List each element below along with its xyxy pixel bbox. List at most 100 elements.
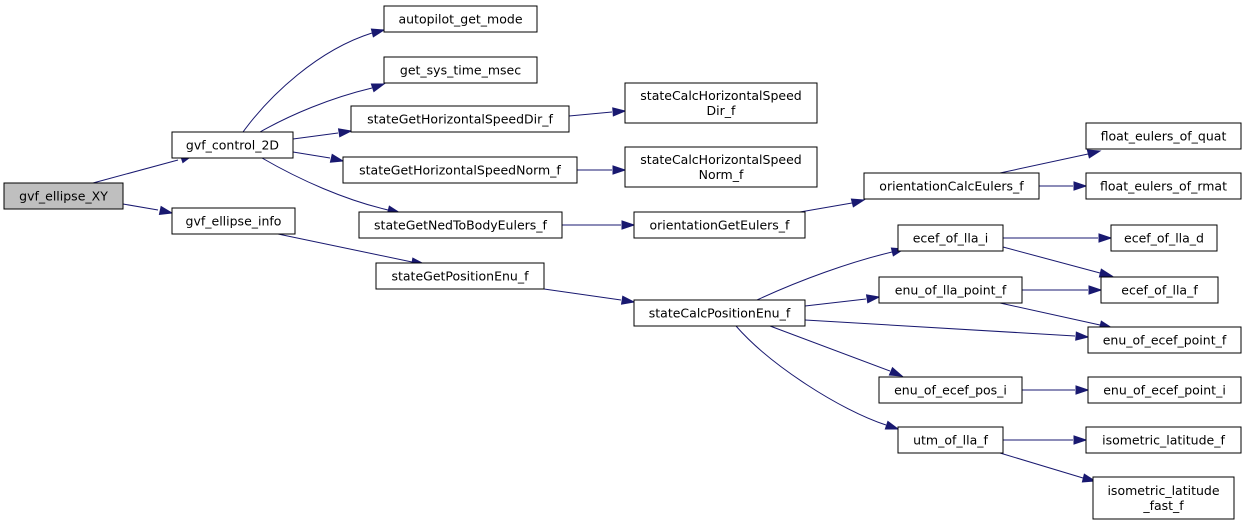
- edge-line: [804, 319, 1076, 337]
- edge-line: [122, 203, 159, 211]
- edge-enu-of-lla-point-f-to-ecef-of-lla-f: [1022, 285, 1103, 295]
- edge-line: [769, 325, 891, 372]
- arrowhead: [370, 83, 386, 93]
- node-label: ecef_of_lla_f: [1121, 283, 1198, 298]
- edge-gvf-control-2d-to-stategethorizontalspeednorm-f: [292, 151, 345, 163]
- node-label: orientationCalcEulers_f: [879, 179, 1024, 194]
- node-label: ecef_of_lla_i: [913, 231, 989, 246]
- edge-stategethorizontalspeeddir-f-to-statecalchorizontalspeeddir-f: [568, 107, 627, 117]
- node-box: [633, 211, 806, 239]
- node-label: get_sys_time_msec: [400, 63, 521, 78]
- edge-line: [568, 111, 613, 117]
- node-enu-of-ecef-point-f[interactable]: enu_of_ecef_point_f: [1087, 326, 1242, 354]
- arrowhead: [612, 107, 627, 117]
- node-float-eulers-of-quat[interactable]: float_eulers_of_quat: [1085, 122, 1242, 150]
- node-box: [897, 224, 1004, 252]
- node-isometric-latitude-fast-f[interactable]: isometric_latitude_fast_f: [1092, 476, 1235, 520]
- node-isometric-latitude-f[interactable]: isometric_latitude_f: [1085, 426, 1242, 454]
- edge-line: [999, 302, 1101, 326]
- edge-line: [799, 202, 853, 213]
- edge-line: [259, 87, 373, 133]
- edge-gvf-ellipse-info-to-stategetpositionenu-f: [277, 233, 426, 267]
- node-label: autopilot_get_mode: [398, 12, 522, 27]
- edge-orientationcalceulers-f-to-float-eulers-of-rmat: [1039, 181, 1088, 191]
- edge-line: [292, 151, 331, 159]
- node-utm-of-lla-f[interactable]: utm_of_lla_f: [897, 426, 1004, 454]
- edge-line: [1002, 246, 1101, 274]
- edge-orientationgeteulers-f-to-orientationcalceulers-f: [799, 198, 866, 213]
- edge-line: [756, 251, 893, 301]
- node-get-sys-time-msec[interactable]: get_sys_time_msec: [383, 56, 538, 84]
- node-box: [878, 376, 1023, 404]
- node-autopilot-get-mode[interactable]: autopilot_get_mode: [383, 5, 538, 33]
- node-box: [171, 207, 296, 235]
- node-label: stateGetNedToBodyEulers_f: [374, 218, 548, 233]
- node-stategethorizontalspeednorm-f[interactable]: stateGetHorizontalSpeedNorm_f: [342, 156, 578, 184]
- edge-gvf-ellipse-xy-to-gvf-control-2d: [92, 154, 195, 184]
- node-label: float_eulers_of_quat: [1101, 129, 1227, 144]
- node-float-eulers-of-rmat[interactable]: float_eulers_of_rmat: [1085, 172, 1242, 200]
- edge-stategetpositionenu-f-to-statecalcpositionenu-f: [543, 288, 636, 305]
- edge-line: [804, 298, 867, 307]
- edge-ecef-of-lla-i-to-ecef-of-lla-d: [1003, 233, 1113, 243]
- arrowhead: [621, 220, 636, 230]
- node-label: enu_of_lla_point_f: [895, 283, 1007, 298]
- node-label: float_eulers_of_rmat: [1100, 179, 1227, 194]
- node-orientationcalceulers-f[interactable]: orientationCalcEulers_f: [863, 172, 1040, 200]
- node-stategethorizontalspeeddir-f[interactable]: stateGetHorizontalSpeedDir_f: [350, 105, 570, 133]
- node-box: [375, 262, 545, 290]
- node-gvf-control-2d[interactable]: gvf_control_2D: [171, 131, 294, 159]
- nodes-layer: gvf_ellipse_XY gvf_control_2D gvf_ellipse_…: [3, 5, 1242, 520]
- edge-orientationcalceulers-f-to-float-eulers-of-quat: [999, 149, 1102, 174]
- node-box: [383, 56, 538, 84]
- node-label: Norm_f: [699, 167, 744, 182]
- arrowhead: [850, 198, 866, 208]
- node-ecef-of-lla-d[interactable]: ecef_of_lla_d: [1110, 224, 1218, 252]
- node-box: [624, 82, 818, 124]
- arrowhead: [337, 128, 353, 138]
- arrowhead: [1086, 149, 1102, 159]
- node-label: orientationGetEulers_f: [650, 218, 791, 233]
- node-box: [878, 276, 1023, 304]
- node-box: [350, 105, 570, 133]
- node-box: [1087, 326, 1242, 354]
- node-stategetnedtobodyeulers-f[interactable]: stateGetNedToBodyEulers_f: [358, 211, 563, 239]
- node-box: [358, 211, 563, 239]
- node-label: enu_of_ecef_point_i: [1103, 383, 1226, 398]
- node-label: gvf_ellipse_info: [186, 214, 282, 229]
- node-enu-of-ecef-pos-i[interactable]: enu_of_ecef_pos_i: [878, 376, 1023, 404]
- node-label: ecef_of_lla_d: [1124, 231, 1204, 246]
- edge-statecalcpositionenu-f-to-enu-of-ecef-pos-i: [769, 325, 904, 377]
- edge-gvf-control-2d-to-autopilot-get-mode: [242, 28, 386, 133]
- edge-line: [277, 233, 413, 263]
- edge-stategetnedtobodyeulers-f-to-orientationgeteulers-f: [562, 220, 636, 230]
- node-statecalcpositionenu-f[interactable]: stateCalcPositionEnu_f: [633, 299, 806, 327]
- arrowhead: [884, 420, 900, 430]
- node-box: [624, 146, 818, 188]
- edge-line: [999, 153, 1089, 174]
- node-label: enu_of_ecef_pos_i: [894, 383, 1007, 398]
- node-enu-of-lla-point-f[interactable]: enu_of_lla_point_f: [878, 276, 1023, 304]
- node-stategetpositionenu-f[interactable]: stateGetPositionEnu_f: [375, 262, 545, 290]
- node-gvf-ellipse-xy[interactable]: gvf_ellipse_XY: [3, 182, 124, 210]
- node-label: stateCalcHorizontalSpeed: [640, 152, 801, 167]
- node-ecef-of-lla-i[interactable]: ecef_of_lla_i: [897, 224, 1004, 252]
- edge-line: [543, 288, 622, 301]
- edge-enu-of-ecef-pos-i-to-enu-of-ecef-point-i: [1022, 385, 1090, 395]
- arrowhead: [1075, 331, 1090, 341]
- node-label: _fast_f: [1142, 498, 1184, 513]
- node-orientationgeteulers-f[interactable]: orientationGetEulers_f: [633, 211, 806, 239]
- edge-utm-of-lla-f-to-isometric-latitude-f: [1003, 435, 1088, 445]
- edge-line: [92, 159, 179, 184]
- edge-statecalcpositionenu-f-to-utm-of-lla-f: [735, 325, 900, 430]
- arrowhead: [1098, 233, 1113, 243]
- node-label: stateGetHorizontalSpeedDir_f: [367, 112, 553, 127]
- node-ecef-of-lla-f[interactable]: ecef_of_lla_f: [1100, 276, 1219, 304]
- arrowhead: [370, 28, 386, 38]
- node-label: utm_of_lla_f: [913, 433, 988, 448]
- node-enu-of-ecef-point-i[interactable]: enu_of_ecef_point_i: [1087, 376, 1242, 404]
- node-gvf-ellipse-info[interactable]: gvf_ellipse_info: [171, 207, 296, 235]
